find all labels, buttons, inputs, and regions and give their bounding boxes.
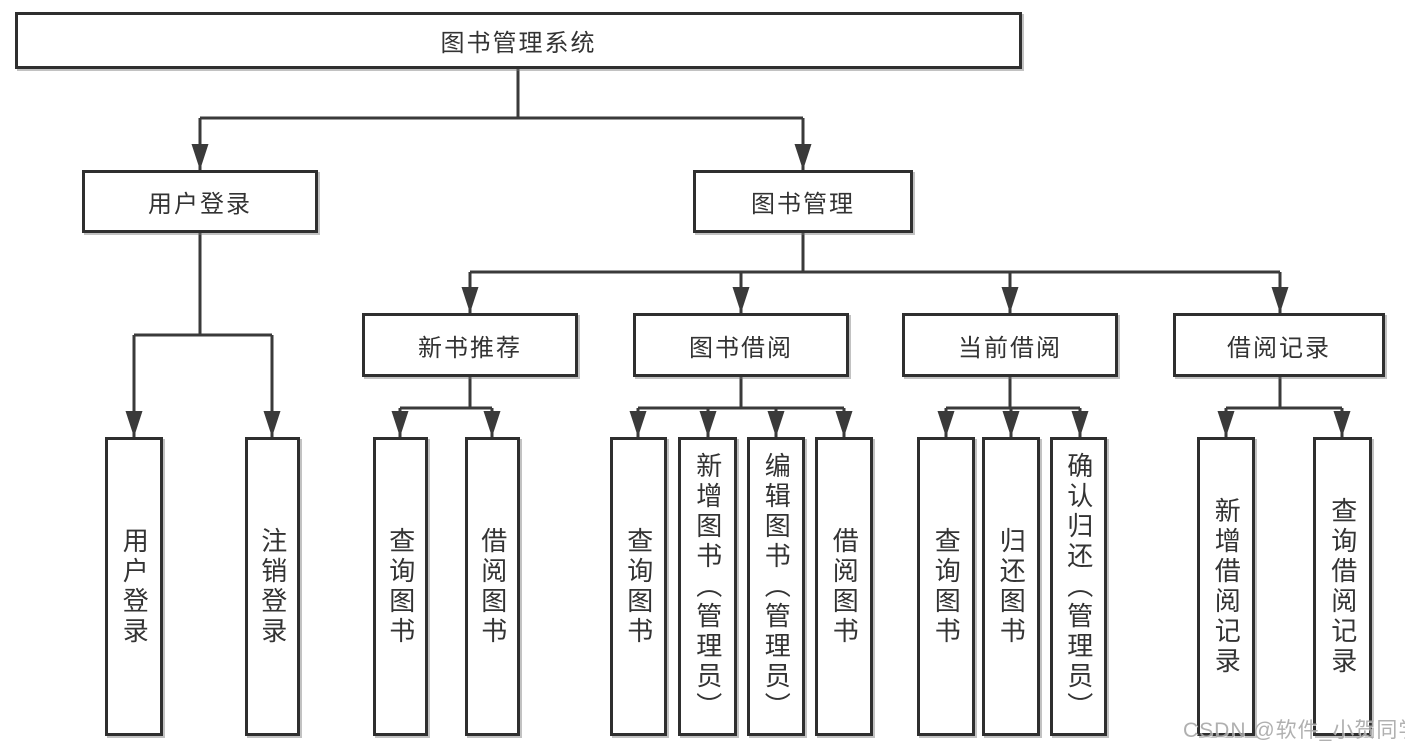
edge-user-login-rail [134,233,272,337]
node-borrow-record: 借阅记录 [1173,313,1385,377]
leaf-query-borrow-record: 查询借阅记录 [1313,437,1372,736]
node-label: 用户登录 [119,526,150,647]
node-book-management: 图书管理 [693,170,913,233]
node-new-book-recommend: 新书推荐 [362,313,578,377]
csdn-watermark: CSDN @软件_小贺同学 [1183,719,1405,742]
node-label: 查询图书 [623,526,654,647]
node-label: 借阅图书 [477,526,508,647]
node-label: 归还图书 [996,526,1027,647]
leaf-query-book-current: 查询图书 [917,437,975,736]
leaf-confirm-return-admin: 确认归还（管理员） [1050,437,1107,736]
leaf-add-borrow-record: 新增借阅记录 [1197,437,1255,736]
node-label: 查询图书 [385,526,416,647]
edge-new-rec-rail [400,377,492,410]
leaf-borrow-book-recommend: 借阅图书 [465,437,520,736]
node-label: 确认归还（管理员） [1063,451,1094,722]
leaf-query-book-borrow: 查询图书 [610,437,667,736]
node-user-login: 用户登录 [82,170,318,233]
node-current-borrow: 当前借阅 [902,313,1118,377]
edge-root-rail [200,69,803,120]
node-label: 图书借阅 [689,334,793,362]
leaf-borrow-book: 借阅图书 [815,437,873,736]
node-root-system: 图书管理系统 [15,12,1022,69]
leaf-user-login: 用户登录 [105,437,163,736]
node-label: 图书管理系统 [440,30,597,57]
node-label: 借阅记录 [1227,334,1331,362]
node-label: 查询借阅记录 [1327,496,1358,677]
node-label: 新增借阅记录 [1211,496,1242,677]
node-label: 用户登录 [148,191,252,218]
leaf-add-book-admin: 新增图书（管理员） [678,437,737,736]
node-label: 图书管理 [751,191,855,218]
leaf-return-book: 归还图书 [982,437,1040,736]
node-label: 新增图书（管理员） [692,451,723,722]
node-label: 编辑图书（管理员） [761,451,792,722]
leaf-logout: 注销登录 [245,437,300,736]
edge-cur-borrow-rail [946,377,1080,410]
node-label: 查询图书 [931,526,962,647]
leaf-edit-book-admin: 编辑图书（管理员） [747,437,805,736]
node-label: 注销登录 [257,526,288,647]
node-book-borrow: 图书借阅 [633,313,849,377]
edge-book-mgmt-rail [470,233,1280,274]
node-label: 当前借阅 [958,334,1062,362]
leaf-query-book-recommend: 查询图书 [373,437,428,736]
edge-book-borrow-rail [638,377,844,410]
edge-borrow-rec-rail [1226,377,1342,410]
node-label: 借阅图书 [829,526,860,647]
node-label: 新书推荐 [418,334,522,362]
